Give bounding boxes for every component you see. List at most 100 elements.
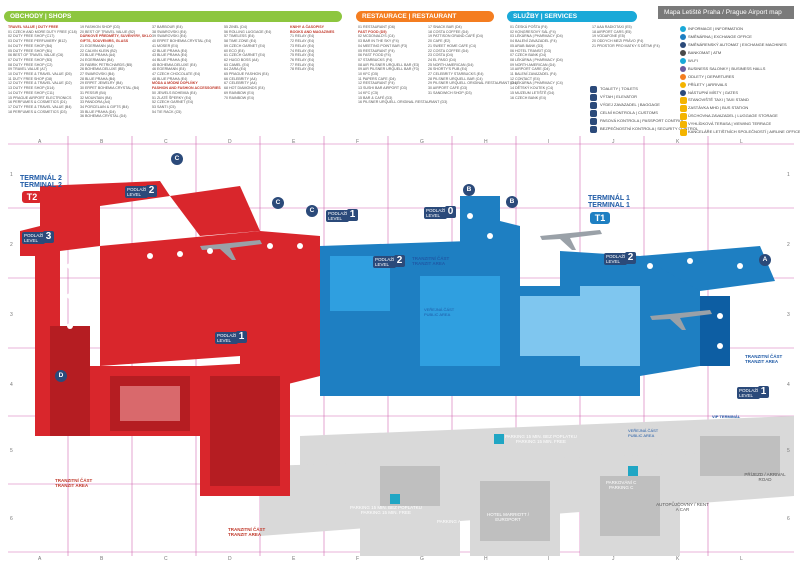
list-item: 22 COSTA COFFEE (D4) bbox=[428, 48, 469, 53]
list-item: 26 BOHEMIA DELUXE (B5) bbox=[80, 67, 125, 72]
list-item: 50 JEWELS BOHEMIA (E4) bbox=[152, 90, 197, 95]
legend-icon bbox=[680, 50, 686, 56]
terminal-2-english: TERMINAL 2 bbox=[20, 182, 62, 189]
grid-column-label: H bbox=[484, 556, 488, 562]
grid-column-label: H bbox=[484, 139, 488, 145]
restaurants-header: RESTAURACE | RESTAURANT bbox=[356, 11, 494, 22]
level-label: PODLAŽÍ LEVEL bbox=[424, 207, 448, 219]
restaurants-list-1: 01 RESTAURANT (D6)FAST FOOD (D5)02 MCDON… bbox=[358, 25, 447, 105]
list-item: 78 RELAY (E4) bbox=[290, 67, 315, 72]
list-item: 20 CAFE (E2) bbox=[428, 39, 451, 44]
transit-cz: TRANZITNÍ ČÁST bbox=[55, 478, 93, 483]
list-item: 38 SWAROVSKI (E4) bbox=[152, 29, 187, 34]
legend-icon bbox=[590, 94, 597, 101]
level-label: PODLAŽÍ LEVEL bbox=[737, 387, 761, 399]
list-item: 37 BARBOUR (E4) bbox=[152, 25, 183, 29]
list-item: 08 LÉKÁRNA | PHARMACY (D4) bbox=[510, 57, 563, 62]
list-item: 12 CONTACT (E4) bbox=[510, 76, 540, 81]
list-item: 46 EGERMANN (E4) bbox=[152, 67, 186, 72]
public-cz: VEŘEJNÁ ČÁST bbox=[424, 307, 455, 312]
list-item: 26 SHORTY'S PUB (E4) bbox=[428, 67, 468, 72]
legend-icon bbox=[590, 86, 597, 93]
list-item: 33 PANDORA (A4) bbox=[80, 100, 111, 105]
list-item: 06 BEST OF TRAVEL VALUE (C6) bbox=[8, 53, 64, 58]
level-number: 2 bbox=[394, 255, 405, 267]
grid-column-label: C bbox=[164, 139, 168, 145]
legend-item: ÚSCHOVNA ZAVAZADEL | LUGGAGE STORAGE bbox=[688, 113, 778, 118]
parking-c-en: PARKING C bbox=[609, 485, 634, 490]
legend-icon bbox=[590, 118, 597, 125]
legend-icon bbox=[680, 105, 687, 112]
list-item: 72 RELAY (E4) bbox=[290, 39, 315, 44]
grid-column-label: I bbox=[548, 139, 550, 145]
shops-header-label: OBCHODY | SHOPS bbox=[10, 13, 72, 20]
restaurants-list-2: 17 SNACK BAR (D4)18 COSTA COFFEE (D4)19 … bbox=[428, 25, 517, 96]
list-item: 02 KONGRESOVÝ SÁL (F4) bbox=[510, 29, 556, 34]
list-item: 06 FAST FOOD (F4) bbox=[358, 53, 391, 58]
list-item: 65 PRAGUE FASHION (E4) bbox=[224, 72, 269, 77]
legend-icon bbox=[680, 34, 686, 40]
transit-en: TRANZIT AREA bbox=[412, 261, 446, 266]
list-item: 63 CAMEL (E4) bbox=[224, 62, 250, 67]
legend-icon bbox=[590, 110, 597, 117]
parking-15-en: PARKING 15 MIN. FREE bbox=[360, 510, 412, 515]
legend-icon bbox=[680, 82, 686, 88]
legend-item: KANCELÁŘE LETIŠTNÍCH SPOLEČNOSTÍ | AIRLI… bbox=[688, 129, 800, 134]
list-item: BOOKS AND MAGAZINES bbox=[290, 29, 335, 34]
transit-cz: TRANZITNÍ ČÁST bbox=[228, 527, 266, 532]
list-item: 04 DUTY FREE SHOP (B4) bbox=[8, 43, 53, 48]
grid-column-label: J bbox=[612, 556, 615, 562]
list-item: 57 TIMELESS (E4) bbox=[224, 34, 255, 39]
grid-column-label: K bbox=[676, 139, 680, 145]
list-item: 62 HUGO BOSS (A4) bbox=[224, 57, 259, 62]
list-item: 09 NORTH AMERICAN (D4) bbox=[510, 62, 556, 67]
list-item: FAST FOOD (D5) bbox=[358, 29, 387, 34]
list-item: 31 PESSIR (B4) bbox=[80, 90, 106, 95]
terminal-1-label: TERMINÁL 1 TERMINAL 1 bbox=[588, 195, 630, 209]
pier-c-marker: C bbox=[306, 205, 318, 217]
list-item: 34 PORCELAIN & GIFTS (B4) bbox=[80, 104, 129, 109]
transit-cz: TRANZITNÍ ČÁST bbox=[745, 354, 783, 359]
list-item: 74 RELAY (E4) bbox=[290, 48, 315, 53]
grid-row-label: 4 bbox=[10, 382, 13, 388]
list-item: 77 RELAY (E4) bbox=[290, 62, 315, 67]
list-item: 60 ECO (E4) bbox=[224, 48, 245, 53]
list-item: 31 SANDWICH SHOP (D3) bbox=[428, 90, 472, 95]
list-item: 09 AIR PILSNER URQUELL BAR (F3) bbox=[358, 67, 419, 72]
grid-row-label: 5 bbox=[787, 448, 790, 454]
transit-en: TRANZIT AREA bbox=[228, 532, 262, 537]
terminal-1-czech: TERMINÁL 1 bbox=[588, 195, 630, 202]
shops-list-4: 55 ZINEL (D4)56 ROLLING LUGGAGE (E4)57 T… bbox=[224, 25, 271, 100]
grid-column-label: L bbox=[740, 556, 743, 562]
pier-b-marker: B bbox=[506, 196, 518, 208]
list-item: 28 BLUE PRAHA (B4) bbox=[80, 76, 116, 81]
grid-column-label: E bbox=[292, 139, 296, 145]
legend-icon bbox=[680, 129, 687, 136]
grid-column-label: D bbox=[228, 139, 232, 145]
list-item: 19 VODAFONE (E5) bbox=[592, 34, 625, 39]
grid-row-label: 1 bbox=[10, 172, 13, 178]
list-item: 71 RELAY (E4) bbox=[290, 34, 315, 39]
grid-column-label: J bbox=[612, 139, 615, 145]
grid-column-label: I bbox=[548, 556, 550, 562]
list-item: 02 MCDONALD'S (C4) bbox=[358, 34, 395, 39]
legend-item: SMĚNÁRENSKÝ AUTOMAT | EXCHANGE MACHINES bbox=[688, 42, 787, 47]
terminal-2-label: TERMINÁL 2 TERMINAL 2 bbox=[20, 175, 62, 189]
grid-column-label: A bbox=[38, 556, 42, 562]
legend-item: BANKOMAT | ATM bbox=[688, 50, 722, 55]
list-item: 75 RELAY (E4) bbox=[290, 53, 315, 58]
legend-icon bbox=[680, 113, 687, 120]
grid-row-label: 5 bbox=[10, 448, 13, 454]
list-item: 24 EGERMANN (B4) bbox=[80, 57, 114, 62]
map-title: Mapa Letiště Praha / Prague Airport map bbox=[658, 6, 794, 19]
grid-row-label: 3 bbox=[787, 312, 790, 318]
list-item: 25 FABRIK PETRICHARDS (B5) bbox=[80, 62, 133, 67]
list-item: 14 DĚTSKÝ KOUTEK (C4) bbox=[510, 86, 554, 91]
terminal-2-czech: TERMINÁL 2 bbox=[20, 175, 62, 182]
grid-column-label: G bbox=[420, 556, 424, 562]
list-item: 11 DUTY FREE SHOP (D8) bbox=[8, 76, 53, 81]
